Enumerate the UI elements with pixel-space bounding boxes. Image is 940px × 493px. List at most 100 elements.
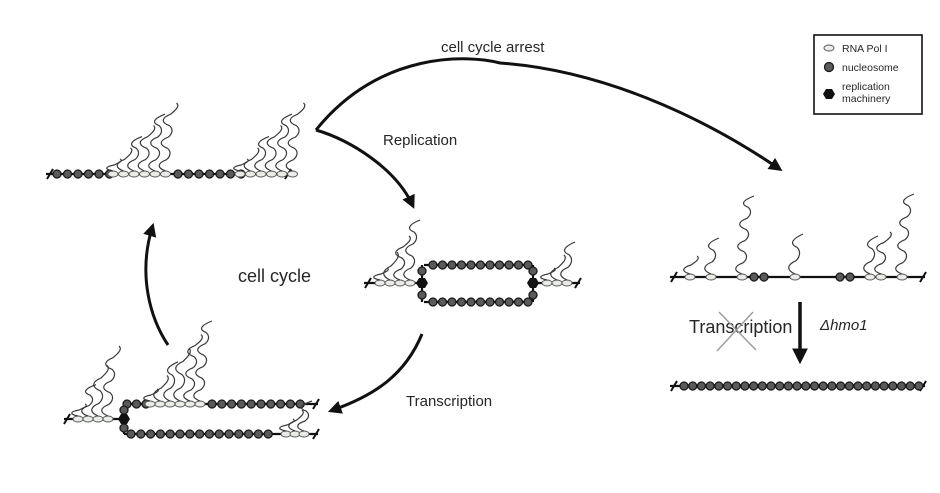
nucleosome <box>528 266 538 276</box>
rrna-transcript <box>143 388 159 402</box>
strand-break-mark <box>312 398 320 410</box>
nucleosome <box>740 381 750 391</box>
rna-pol-i <box>160 170 171 178</box>
rna-pol-i <box>118 170 129 178</box>
nucleosome <box>155 429 166 439</box>
nucleosome <box>207 399 217 409</box>
nucleosome <box>485 297 495 307</box>
nucleosome <box>131 399 142 409</box>
legend: RNA Pol I nucleosome replication machine… <box>813 34 923 115</box>
rna-pol-i <box>266 170 277 178</box>
nucleosome <box>844 381 854 391</box>
rna-pol-i <box>736 273 748 281</box>
rna-pol-i <box>551 279 563 287</box>
strand-break-mark <box>670 271 678 283</box>
nucleosome <box>253 429 264 439</box>
nucleosome <box>504 260 514 270</box>
rna-pol-i <box>149 170 161 178</box>
legend-label-replication: replication <box>842 81 890 93</box>
rrna-transcript <box>288 409 304 432</box>
cell-cycle-arrest-label: cell cycle arrest <box>441 39 545 56</box>
nucleosome <box>194 429 205 439</box>
nucleosome <box>447 297 457 307</box>
rrna-transcript <box>163 361 179 402</box>
rna-pol-i <box>287 170 298 178</box>
rrna-transcript <box>153 374 169 402</box>
cell-cycle-label: cell cycle <box>238 266 311 286</box>
nucleosome <box>731 381 741 391</box>
rna-pol-i <box>184 400 196 408</box>
nucleosome <box>466 297 476 307</box>
strand-break-mark <box>312 428 320 440</box>
rna-pol-i <box>541 279 553 287</box>
rna-pol-i <box>394 279 406 287</box>
rrna-transcript <box>81 384 97 417</box>
arrested-rdna-strand <box>670 193 927 283</box>
nucleosome <box>504 297 514 307</box>
rna-pol-i <box>164 400 176 408</box>
nucleosome <box>83 169 94 179</box>
cell-cycle-arrest-arrow <box>314 57 783 172</box>
nucleosome <box>194 169 204 179</box>
transcription-label: Transcription <box>406 393 492 410</box>
replication-label: Replication <box>383 132 457 149</box>
nucleosome <box>234 429 244 439</box>
nucleosome <box>175 429 185 439</box>
legend-label-machinery: machinery <box>842 93 891 105</box>
nucleosome <box>417 290 427 300</box>
nucleosome <box>757 381 767 391</box>
rrna-transcript <box>116 147 133 172</box>
nucleosome <box>263 429 273 439</box>
nucleosome <box>62 169 73 179</box>
nucleosome <box>428 260 438 270</box>
rrna-transcript <box>264 124 283 172</box>
nucleosome <box>766 381 776 391</box>
nucleosome <box>119 405 129 415</box>
nucleosome <box>835 381 846 391</box>
nucleosome <box>173 169 183 179</box>
nucleosome <box>688 381 698 391</box>
rrna-transcript <box>148 113 166 172</box>
nucleosome <box>749 272 759 282</box>
rna-pol-i <box>374 279 386 287</box>
rna-pol-i-icon <box>823 44 835 52</box>
nucleosome <box>456 260 467 270</box>
nucleosome <box>845 272 855 282</box>
nucleosome <box>236 399 247 409</box>
replication-arrow <box>315 128 415 209</box>
rna-pol-i <box>194 400 206 408</box>
nucleosome <box>818 381 828 391</box>
rrna-transcript <box>683 255 699 275</box>
nucleosome <box>52 169 62 179</box>
nucleosome <box>914 381 924 391</box>
rrna-transcript <box>383 251 399 281</box>
rna-pol-i <box>280 430 292 438</box>
rrna-transcript <box>183 334 203 402</box>
nucleosome <box>217 399 227 409</box>
rna-pol-i <box>684 273 696 281</box>
nucleosome <box>714 381 724 391</box>
nucleosome <box>214 429 224 439</box>
rrna-transcript <box>173 347 191 402</box>
replication-machinery <box>416 278 428 288</box>
nucleosome <box>905 381 915 391</box>
nucleosome <box>165 429 175 439</box>
rna-pol-i <box>404 279 416 287</box>
rrna-transcript <box>373 267 389 281</box>
nucleosome <box>722 381 733 391</box>
nucleosome <box>224 429 234 439</box>
nucleosome <box>456 297 467 307</box>
nucleosome <box>226 399 237 409</box>
rna-pol-i <box>384 279 396 287</box>
nucleosome <box>835 272 845 282</box>
nucleosome <box>513 260 524 270</box>
nucleosome <box>243 429 254 439</box>
replicating-strand <box>364 219 582 307</box>
hmo1-mutant-strand <box>670 380 927 392</box>
rna-pol-i <box>82 415 94 423</box>
strand-break-mark <box>63 413 71 425</box>
nucleosome <box>494 260 505 270</box>
strand-break-mark <box>46 168 54 180</box>
rrna-transcript <box>127 136 143 172</box>
